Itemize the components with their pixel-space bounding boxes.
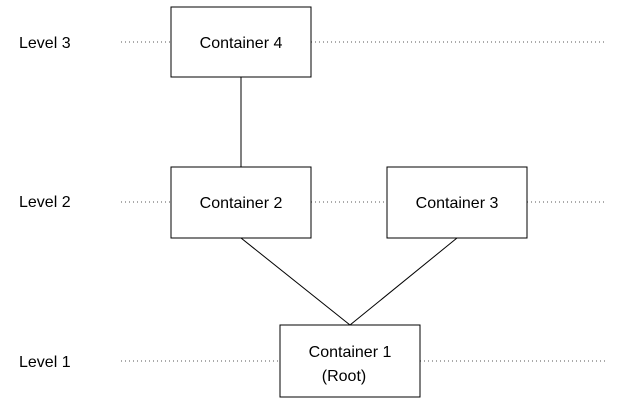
- edge-container-2-to-container-1: [240, 237, 351, 326]
- level-guides: [121, 41, 606, 362]
- container-2-label: Container 2: [200, 195, 283, 212]
- container-2-node[interactable]: Container 2: [170, 166, 312, 239]
- container-1-node[interactable]: Container 1 (Root): [279, 324, 421, 398]
- level-1-label: Level 1: [19, 354, 71, 371]
- container-4-box[interactable]: [170, 6, 312, 78]
- container-1-box[interactable]: [279, 324, 421, 398]
- edges: [240, 77, 458, 326]
- container-4-node[interactable]: Container 4: [170, 6, 312, 78]
- container-2-box[interactable]: [170, 166, 312, 239]
- container-1-label: Container 1: [309, 344, 392, 361]
- container-3-box[interactable]: [386, 166, 528, 239]
- level-labels: Level 3 Level 2 Level 1: [19, 35, 71, 371]
- edge-container-3-to-container-1: [349, 237, 458, 326]
- container-4-label: Container 4: [200, 35, 283, 52]
- container-3-node[interactable]: Container 3: [386, 166, 528, 239]
- level-2-label: Level 2: [19, 194, 71, 211]
- level-3-label: Level 3: [19, 35, 71, 52]
- container-1-root-sublabel: (Root): [322, 368, 366, 385]
- container-3-label: Container 3: [416, 195, 499, 212]
